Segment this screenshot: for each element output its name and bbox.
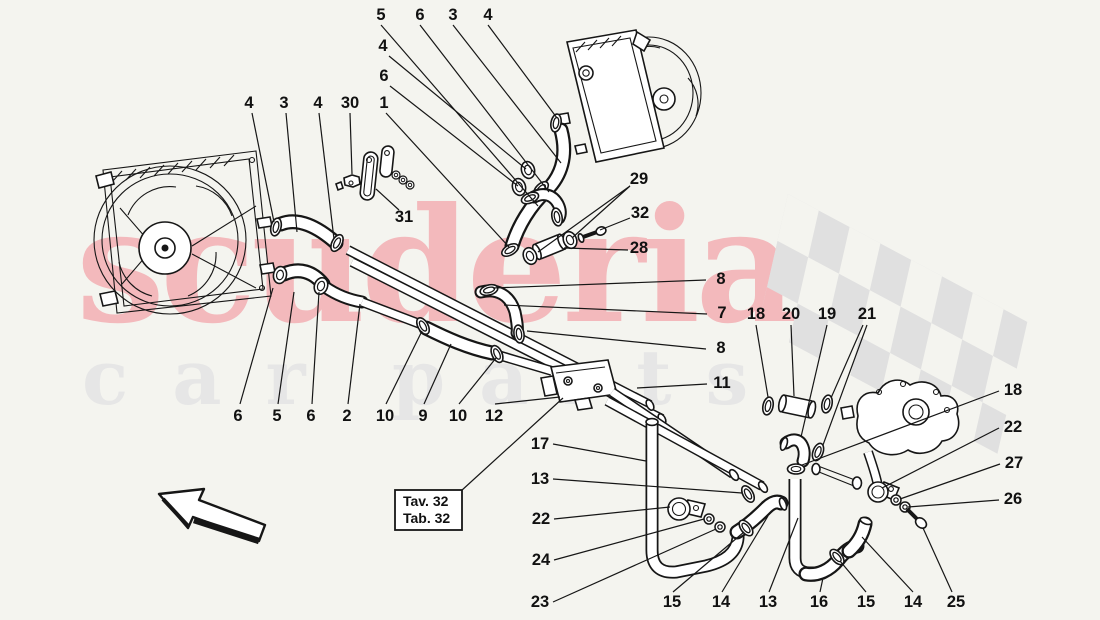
mounting-brackets [335,145,415,201]
callout-6: 6 [306,407,315,425]
reference-box: Tav. 32 Tab. 32 [394,397,564,531]
callout-27: 27 [1005,454,1023,472]
callout-11: 11 [713,374,730,392]
sleeve-and-fittings [519,226,607,268]
callout-4: 4 [483,6,493,24]
left-radiator-assembly [93,150,276,315]
callout-31: 31 [395,208,413,226]
callout-4: 4 [244,94,254,112]
vertical-pipe-and-hoses [729,479,873,582]
top-radiator-assembly [555,29,702,163]
left-radiator-hoses [268,214,369,309]
callout-2: 2 [342,407,351,425]
callout-14: 14 [904,593,923,611]
callout-17: 17 [531,435,549,453]
callout-3: 3 [448,6,457,24]
callout-30: 30 [341,94,359,112]
callout-14: 14 [712,593,731,611]
callout-5: 5 [376,6,385,24]
callout-5: 5 [272,407,281,425]
callout-18: 18 [747,305,765,323]
callout-8: 8 [716,339,725,357]
callout-23: 23 [531,593,549,611]
callout-numbers: 5 6 3 4 4 6 4 3 4 30 1 31 29 32 28 8 7 8… [233,6,1023,611]
bolt-32 [595,226,607,236]
pipe-manifold [540,359,619,411]
callout-15: 15 [857,593,875,611]
callout-19: 19 [818,305,836,323]
leader-lines [239,24,1001,603]
callout-28: 28 [630,239,648,257]
callout-12: 12 [485,407,503,425]
callout-26: 26 [1004,490,1022,508]
callout-10: 10 [376,407,394,425]
lower-twin-pipes [604,387,769,506]
water-pump [840,379,960,487]
reference-tav-label: Tav. 32 [403,493,449,509]
callout-7: 7 [717,304,726,322]
callout-18: 18 [1004,381,1022,399]
callout-32: 32 [631,204,649,222]
callout-10: 10 [449,407,467,425]
callout-6: 6 [415,6,424,24]
callout-25: 25 [947,593,965,611]
callout-16: 16 [810,593,828,611]
callout-24: 24 [532,551,551,569]
callout-20: 20 [782,305,800,323]
callout-3: 3 [279,94,288,112]
watermark-sub-text-left: car [82,333,350,422]
callout-4: 4 [378,37,388,55]
radiator-outlet-lower [259,262,276,275]
watermark-brand-text: scuderia [76,174,798,359]
radiator-port [574,143,588,155]
u-pipe [645,417,745,579]
callout-6: 6 [379,67,388,85]
callout-6: 6 [233,407,242,425]
callout-9: 9 [418,407,427,425]
middle-hose-cluster [360,282,554,376]
callout-22: 22 [1004,418,1022,436]
callout-4: 4 [313,94,323,112]
callout-13: 13 [759,593,777,611]
callout-13: 13 [531,470,549,488]
callout-22: 22 [532,510,550,528]
callout-15: 15 [663,593,681,611]
reference-tab-label: Tab. 32 [403,510,450,526]
callout-8: 8 [716,270,725,288]
radiator-outlet-upper [256,216,273,229]
callout-29: 29 [630,170,648,188]
direction-arrow [157,487,267,545]
pump-inlet-fittings [760,393,835,475]
pipe-support-clamp [667,497,726,533]
callout-1: 1 [379,94,388,112]
bolt-25 [914,517,928,529]
callout-21: 21 [858,305,876,323]
